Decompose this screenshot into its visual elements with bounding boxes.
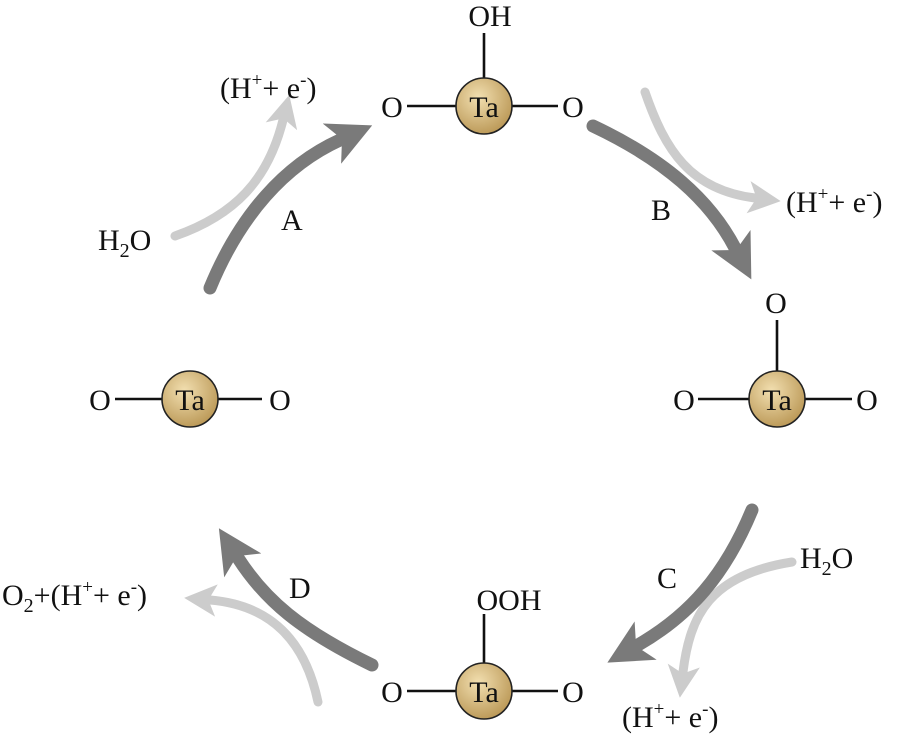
step-label-c: C [657, 562, 677, 595]
side-arrow-c [667, 557, 797, 698]
ta-left-o-left: O [89, 384, 111, 417]
label-a-water: H2O [98, 224, 151, 262]
ta-bottom-o-left: O [381, 676, 403, 709]
ta-bottom-metal: Ta [469, 676, 499, 709]
ta-bottom-o-right: O [562, 676, 584, 709]
side-arrow-d [184, 584, 323, 707]
step-label-a: A [281, 204, 303, 237]
main-arrow-a [203, 123, 373, 295]
ta-top-o-right: O [562, 91, 584, 124]
label-b-proton-electron: (H++ e-) [786, 184, 882, 219]
label-a-proton-electron: (H++ e-) [220, 70, 316, 105]
label-c-water: H2O [800, 542, 853, 580]
ta-top-oh: OH [468, 0, 511, 33]
ta-right-metal: Ta [762, 384, 792, 417]
ta-top-o-left: O [381, 91, 403, 124]
main-arrow-d [218, 528, 379, 672]
ta-right-o-right: O [856, 384, 878, 417]
species-ta-left: Ta O O [89, 370, 291, 428]
species-ta-bottom: Ta O O OOH [381, 584, 584, 720]
label-d-oxygen-proton-electron: O2+(H++ e-) [2, 577, 147, 617]
species-ta-right: Ta O O O [673, 287, 878, 428]
main-arrow-c [607, 503, 759, 663]
ta-left-o-right: O [269, 384, 291, 417]
label-c-proton-electron: (H++ e-) [622, 699, 718, 734]
ta-bottom-ooh: OOH [477, 584, 542, 617]
main-arrow-b [586, 119, 752, 280]
side-arrow-a [170, 94, 298, 241]
ta-top-metal: Ta [469, 91, 499, 124]
species-ta-top: Ta O O OH [381, 0, 584, 135]
step-label-d: D [289, 572, 311, 605]
ta-right-o-left: O [673, 384, 695, 417]
side-arrow-b [640, 87, 781, 214]
ta-left-metal: Ta [175, 384, 205, 417]
step-label-b: B [651, 194, 671, 227]
ta-right-o-up: O [765, 287, 787, 320]
